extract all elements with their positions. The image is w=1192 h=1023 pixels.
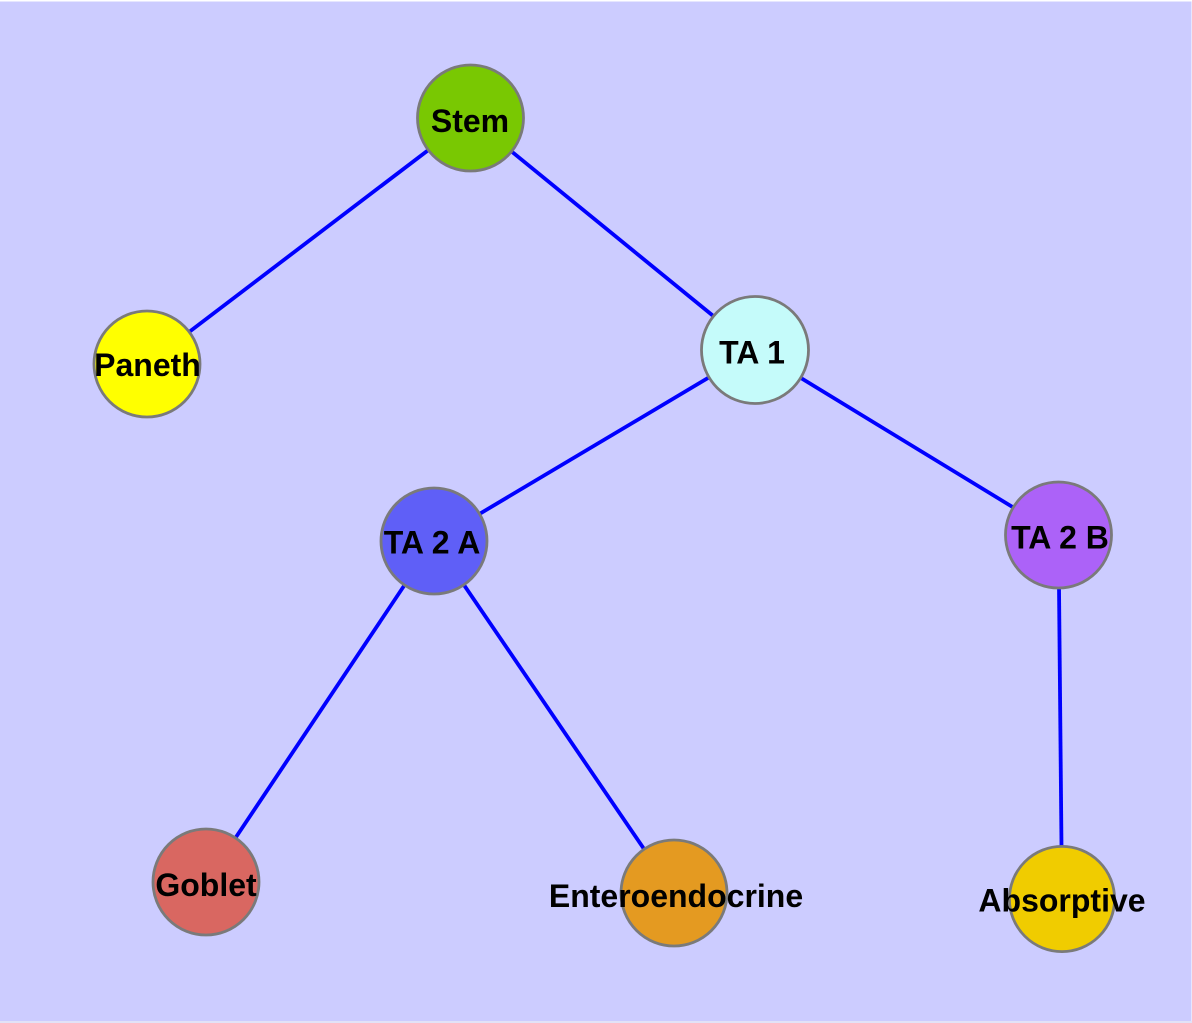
- svg-text:Paneth: Paneth: [94, 347, 201, 383]
- svg-text:Absorptive: Absorptive: [978, 883, 1145, 919]
- svg-text:TA 1: TA 1: [719, 335, 785, 371]
- svg-text:TA 2 A: TA 2 A: [384, 525, 481, 561]
- svg-text:Stem: Stem: [431, 103, 509, 139]
- svg-text:TA 2 B: TA 2 B: [1011, 520, 1109, 556]
- svg-text:Enteroendocrine: Enteroendocrine: [549, 878, 803, 914]
- svg-text:Goblet: Goblet: [155, 867, 257, 903]
